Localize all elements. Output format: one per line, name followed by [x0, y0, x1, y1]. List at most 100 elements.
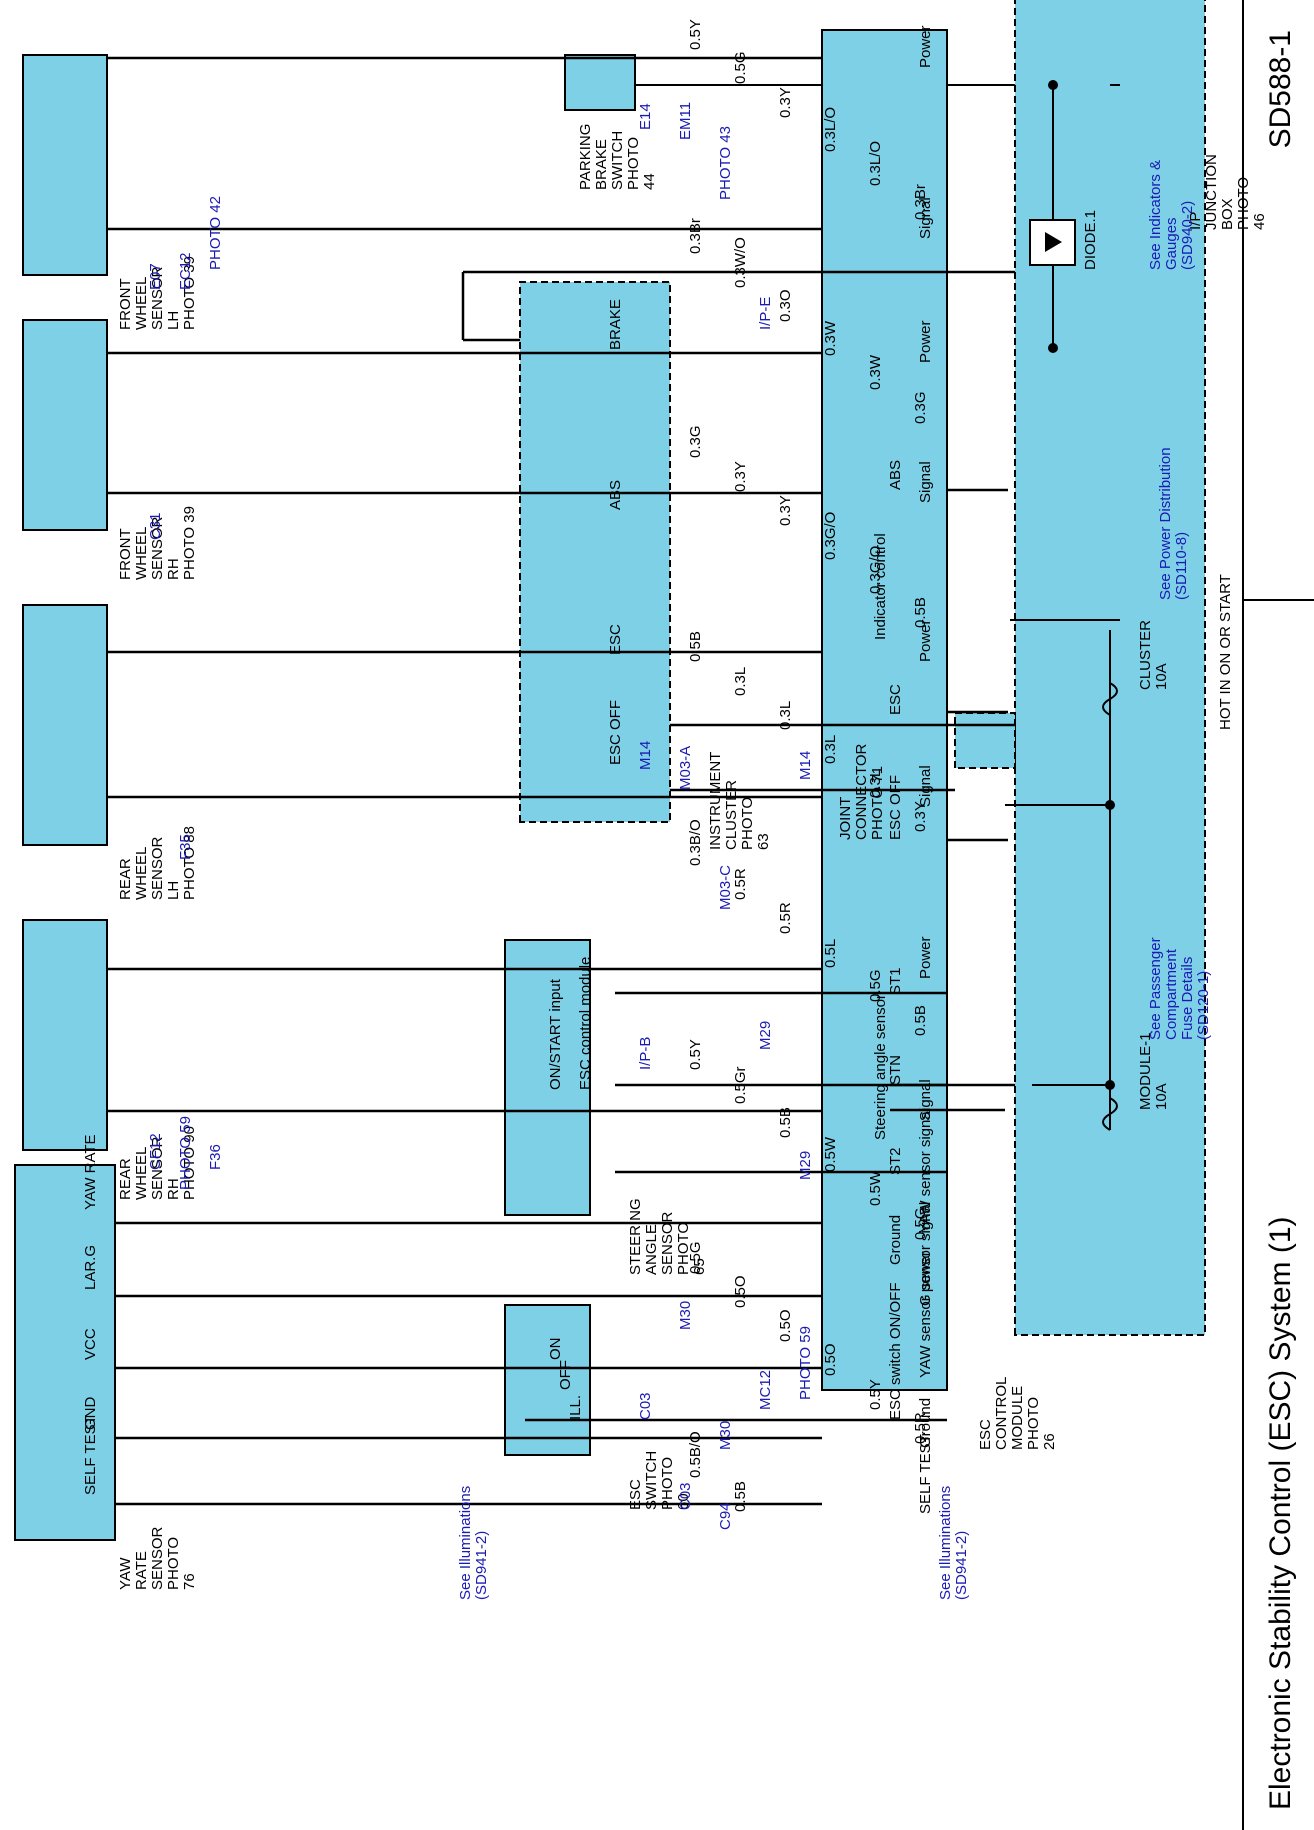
cluster-lamp-label: ESC OFF [607, 700, 624, 765]
steering-angle-sensor-label: SENSOR [659, 1211, 676, 1275]
wire-color-label: 0.5G [732, 51, 749, 84]
joint-connector [954, 712, 1016, 769]
yaw-rate-sensor-label: SENSOR [149, 1526, 166, 1590]
esc-switch-label: ESC [627, 1479, 644, 1510]
illuminations-reference-top: (SD941-2) [473, 1531, 490, 1600]
front-wheel-sensor-rh-label: SENSOR [149, 516, 166, 580]
yaw-rate-sensor-label: YAW [117, 1557, 134, 1590]
signal-wires [461, 270, 1015, 1422]
esc-module-group-label: ESC OFF [887, 775, 904, 840]
ip-junction-box-label: BOX [1219, 198, 1236, 230]
esc-module-group-label: ST2 [887, 1147, 904, 1175]
connector-label: F35 [177, 834, 194, 860]
page-number: SD588-1 [1264, 30, 1297, 148]
joint-connector-label: CONNECTOR [853, 743, 870, 840]
steering-angle-sensor-label: ANGLE [643, 1224, 660, 1275]
wire-color-label: 0.3G/O [822, 512, 839, 560]
wire-color-label: 0.5R [732, 868, 749, 900]
indicators-reference: Gauges [1163, 217, 1180, 270]
esc-module-pin-label: SELF TEST [917, 1434, 934, 1514]
wire-color-label: 0.5B/O [687, 1431, 704, 1478]
front-wheel-sensor-lh-label: LH [165, 311, 182, 330]
wire-color-label: 0.5Gr [732, 1066, 749, 1104]
joint-connector-label: JOINT [837, 797, 854, 840]
rear-wheel-sensor-lh [22, 604, 108, 846]
wire-color-label: 0.5B [732, 1481, 749, 1512]
wire-color-label: 0.5W [867, 1170, 884, 1206]
switch-label: ON [547, 1338, 564, 1361]
esc-module-pin-label: G sensor signal [917, 1202, 934, 1306]
ip-junction-box-label: PHOTO [1235, 177, 1252, 230]
connector-label: E07 [147, 263, 164, 290]
connector-label: PHOTO 42 [207, 196, 224, 270]
module1-fuse-label: 10A [1153, 1083, 1170, 1110]
esc-module-pin-label: Signal [917, 197, 934, 239]
wire-color-label: 0.5R [777, 902, 794, 934]
esc-control-module-label: MODULE [1009, 1386, 1026, 1450]
parking-brake-switch-label: PHOTO [625, 137, 642, 190]
passenger-fuse-reference: Fuse Details [1179, 957, 1196, 1040]
esc-switch [504, 1304, 591, 1456]
yaw-pin-label: SELF TEST [82, 1415, 99, 1495]
ip-junction-box-label: 46 [1251, 213, 1268, 230]
parking-brake-switch-label: SWITCH [609, 131, 626, 190]
wire-color-label: 0.3L/O [867, 141, 884, 186]
connector-label: PHOTO 59 [797, 1326, 814, 1400]
wire-color-label: 0.5L [822, 939, 839, 968]
esc-module-pin-label: Signal [917, 1079, 934, 1121]
esc-switch-label: 60 [675, 1493, 692, 1510]
esc-control-module-label: ESC [977, 1419, 994, 1450]
wire-color-label: 0.3L [822, 735, 839, 764]
esc-module-group-label: STN [887, 1055, 904, 1085]
yaw-rate-sensor-label: 76 [181, 1573, 198, 1590]
module1-fuse-label: MODULE-1 [1137, 1032, 1154, 1110]
rear-wheel-sensor-rh-label: REAR [117, 1158, 134, 1200]
rear-wheel-sensor-rh-label: PHOTO 90 [181, 1126, 198, 1200]
steering-angle-sensor-label: STEERING [627, 1198, 644, 1275]
front-wheel-sensor-rh-label: PHOTO 39 [181, 506, 198, 580]
wire-color-label: 0.5B [687, 631, 704, 662]
connector-label: I/P-B [637, 1037, 654, 1070]
front-wheel-sensor-rh-label: RH [165, 558, 182, 580]
wire-color-label: 0.3B/O [687, 819, 704, 866]
steering-angle-sensor-label: PHOTO [675, 1222, 692, 1275]
parking-brake-switch-label: PARKING [577, 124, 594, 190]
connector-label: M30 [717, 1421, 734, 1450]
esc-module-pin-label: YAW sensor power [917, 1251, 934, 1378]
wire-color-label: 0.5Y [867, 1379, 884, 1410]
steering-angle-sensor-label: 65 [691, 1258, 708, 1275]
parking-brake-switch-label: BRAKE [593, 139, 610, 190]
connector-label: M03-C [717, 865, 734, 910]
esc-module-group-label: Ground [887, 1215, 904, 1265]
wire-color-label: 0.3Y [912, 801, 929, 832]
power-distribution-reference: See Power Distribution [1157, 447, 1174, 600]
connector-label: EC12 [177, 252, 194, 290]
esc-module-pin-label: Power [917, 936, 934, 979]
wire-color-label: 0.5Y [687, 1039, 704, 1070]
parking-brake-switch-label: 44 [641, 173, 658, 190]
wire-color-label: 0.3Y [777, 87, 794, 118]
cluster-fuse-label: CLUSTER [1137, 620, 1154, 690]
esc-control-module-label: CONTROL [993, 1377, 1010, 1450]
esc-module-pin-label: Power [917, 619, 934, 662]
esc-module-pin-label: Signal [917, 461, 934, 503]
wire-color-label: 0.5G [867, 969, 884, 1002]
instrument-cluster-label: PHOTO [739, 797, 756, 850]
wire-color-label: 0.3L/O [822, 107, 839, 152]
connector-label: C31 [147, 512, 164, 540]
rear-wheel-sensor-rh-label: RH [165, 1178, 182, 1200]
wire-color-label: 0.3Y [732, 461, 749, 492]
sensor-wires [107, 56, 822, 1506]
wire-color-label: 0.5G [912, 1207, 929, 1240]
yaw-pin-label: LAR.G [82, 1245, 99, 1290]
connector-label: C94 [717, 1502, 734, 1530]
illuminations-reference-bottom: (SD941-2) [953, 1531, 970, 1600]
front-wheel-sensor-lh-label: PHOTO 39 [181, 256, 198, 330]
cluster-lamp-label: ESC [607, 624, 624, 655]
connector-label: M03-A [677, 746, 694, 790]
ip-junction-box-label: JUNCTION [1203, 154, 1220, 230]
cluster-fuse-label: 10A [1153, 663, 1170, 690]
